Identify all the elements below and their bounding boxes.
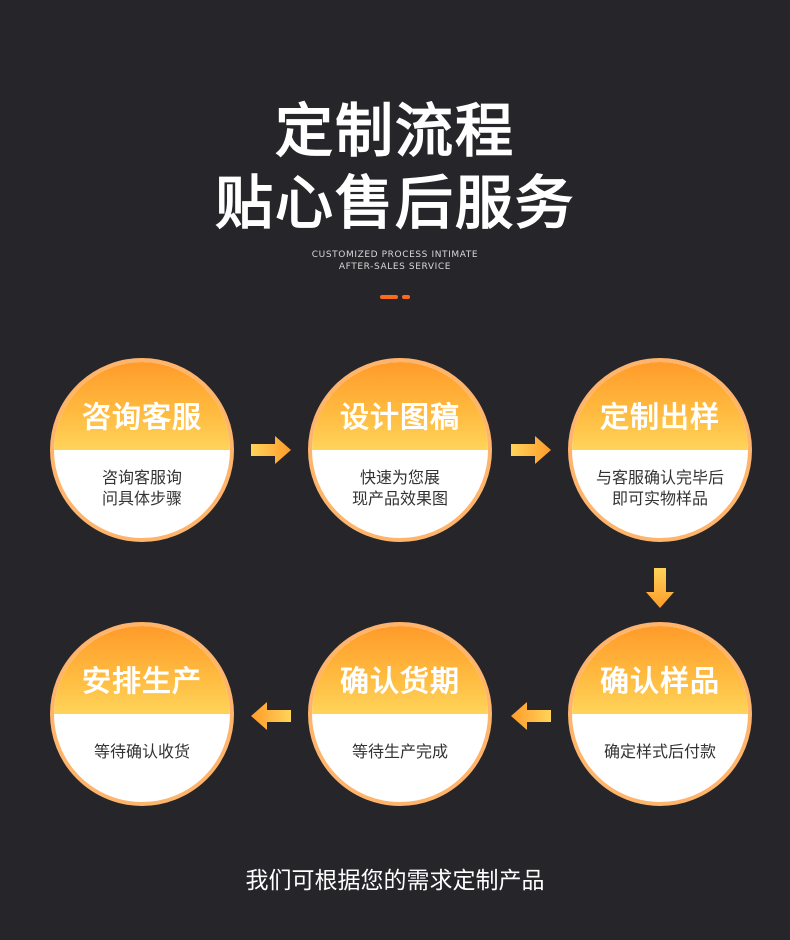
page-title-line1: 定制流程 bbox=[274, 97, 515, 165]
arrow-right-icon bbox=[511, 436, 551, 464]
step-title: 确认样品 bbox=[599, 664, 720, 698]
subtitle-line1: CUSTOMIZED PROCESS INTIMATE bbox=[311, 250, 479, 260]
arrow-left-icon bbox=[251, 702, 291, 730]
step-desc: 确定样式后付款 bbox=[603, 742, 716, 761]
step-title: 确认货期 bbox=[339, 664, 460, 698]
page-subtitle: CUSTOMIZED PROCESS INTIMATE AFTER-SALES … bbox=[0, 249, 790, 273]
step-circle-confirm-delivery: 确认货期 等待生产完成 bbox=[308, 622, 492, 806]
step-circle-consult: 咨询客服 咨询客服询 问具体步骤 bbox=[50, 358, 234, 542]
step-desc: 与客服确认完毕后 即可实物样品 bbox=[595, 468, 724, 508]
arrow-down-icon bbox=[646, 568, 674, 608]
subtitle-line2: AFTER-SALES SERVICE bbox=[338, 262, 452, 272]
step-desc: 等待确认收货 bbox=[93, 742, 190, 761]
step-title: 定制出样 bbox=[599, 400, 720, 434]
step-circle-sample: 定制出样 与客服确认完毕后 即可实物样品 bbox=[568, 358, 752, 542]
step-title: 咨询客服 bbox=[81, 400, 202, 434]
arrow-right-icon bbox=[251, 436, 291, 464]
accent-dash-long bbox=[380, 295, 398, 299]
step-circle-design: 设计图稿 快速为您展 现产品效果图 bbox=[308, 358, 492, 542]
step-circle-confirm-sample: 确认样品 确定样式后付款 bbox=[568, 622, 752, 806]
accent-dash-short bbox=[402, 295, 410, 299]
step-desc: 等待生产完成 bbox=[351, 742, 448, 761]
page-title-line2: 贴心售后服务 bbox=[214, 169, 575, 237]
step-title: 设计图稿 bbox=[339, 400, 460, 434]
arrow-left-icon bbox=[511, 702, 551, 730]
step-desc: 咨询客服询 问具体步骤 bbox=[101, 468, 182, 508]
step-title: 安排生产 bbox=[81, 664, 202, 698]
step-desc: 快速为您展 现产品效果图 bbox=[351, 468, 448, 508]
step-circle-production: 安排生产 等待确认收货 bbox=[50, 622, 234, 806]
footer-text: 我们可根据您的需求定制产品 bbox=[245, 868, 545, 894]
